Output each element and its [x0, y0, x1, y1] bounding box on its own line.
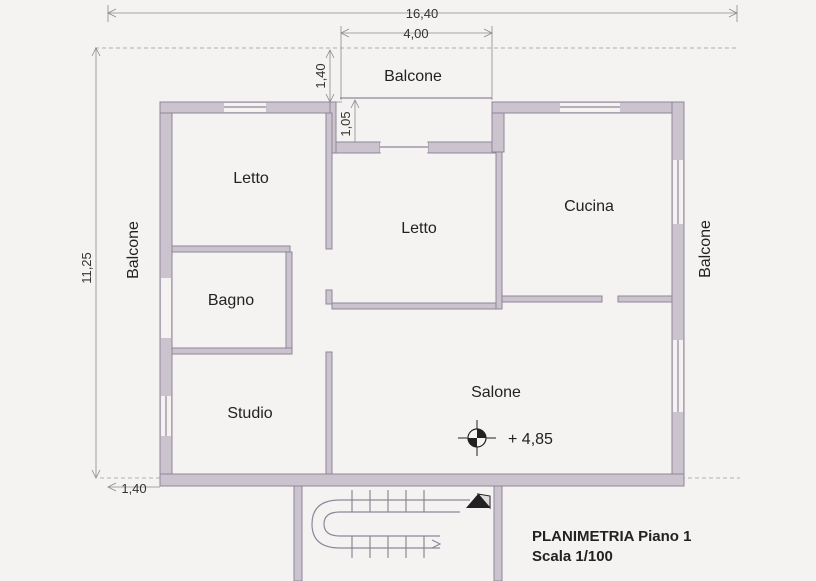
interior-walls: [171, 112, 673, 475]
room-balcone-left: Balcone: [125, 221, 142, 279]
title-line-1: PLANIMETRIA Piano 1: [532, 528, 691, 545]
room-labels: Balcone Balcone Balcone Letto Letto Cuci…: [125, 68, 714, 448]
dim-balcony-depth: 1,40: [313, 63, 328, 88]
room-studio: Studio: [227, 405, 272, 422]
dim-overall-width: 16,40: [406, 6, 439, 21]
dim-balcony-width: 4,00: [403, 26, 428, 41]
room-bagno: Bagno: [208, 292, 254, 309]
room-letto-1: Letto: [233, 170, 269, 187]
elevation-marker-icon: [458, 420, 496, 456]
staircase: [293, 485, 503, 581]
room-salone: Salone: [471, 384, 521, 401]
dim-balcony-inner: 1,05: [338, 111, 353, 136]
elevation-label: + 4,85: [508, 431, 553, 448]
dim-bottom-offset: 1,40: [121, 481, 146, 496]
title-block: PLANIMETRIA Piano 1 Scala 1/100: [532, 528, 691, 565]
room-letto-2: Letto: [401, 220, 437, 237]
room-cucina: Cucina: [564, 198, 614, 215]
dimension-labels: 16,40 4,00 1,40 1,05 11,25 1,40: [79, 6, 438, 496]
openings: [161, 97, 683, 436]
room-balcone-top: Balcone: [384, 68, 442, 85]
dim-overall-height: 11,25: [79, 252, 94, 284]
title-line-2: Scala 1/100: [532, 548, 613, 565]
room-balcone-right: Balcone: [697, 220, 714, 278]
